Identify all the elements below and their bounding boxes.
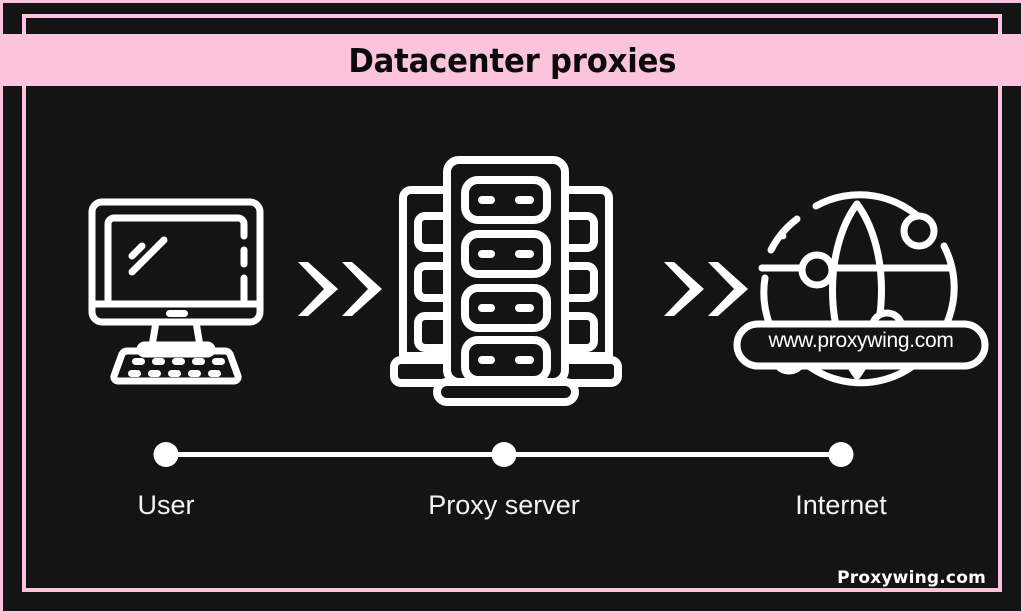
url-badge-text: www.proxywing.com (768, 329, 954, 352)
globe-network-icon (731, 188, 991, 393)
timeline-dot-proxy (491, 442, 517, 467)
double-chevron-right-icon (294, 258, 390, 320)
watermark: Proxywing.com (837, 568, 986, 588)
desktop-computer-icon (76, 188, 276, 388)
double-chevron-right-icon (660, 258, 756, 320)
timeline-dot-internet (828, 442, 854, 467)
timeline-dot-user (153, 442, 179, 467)
page-title: Datacenter proxies (348, 40, 676, 80)
timeline-label-user: User (137, 490, 195, 520)
timeline-label-proxy: Proxy server (428, 490, 580, 520)
title-band: Datacenter proxies (0, 34, 1024, 86)
icon-row: www.proxywing.com (26, 130, 998, 406)
server-rack-icon (381, 148, 631, 406)
process-timeline: User Proxy server Internet (26, 442, 998, 562)
diagram-body: www.proxywing.com User Proxy server Inte… (26, 90, 998, 588)
timeline-label-internet: Internet (795, 490, 887, 520)
url-badge: www.proxywing.com (731, 188, 991, 393)
